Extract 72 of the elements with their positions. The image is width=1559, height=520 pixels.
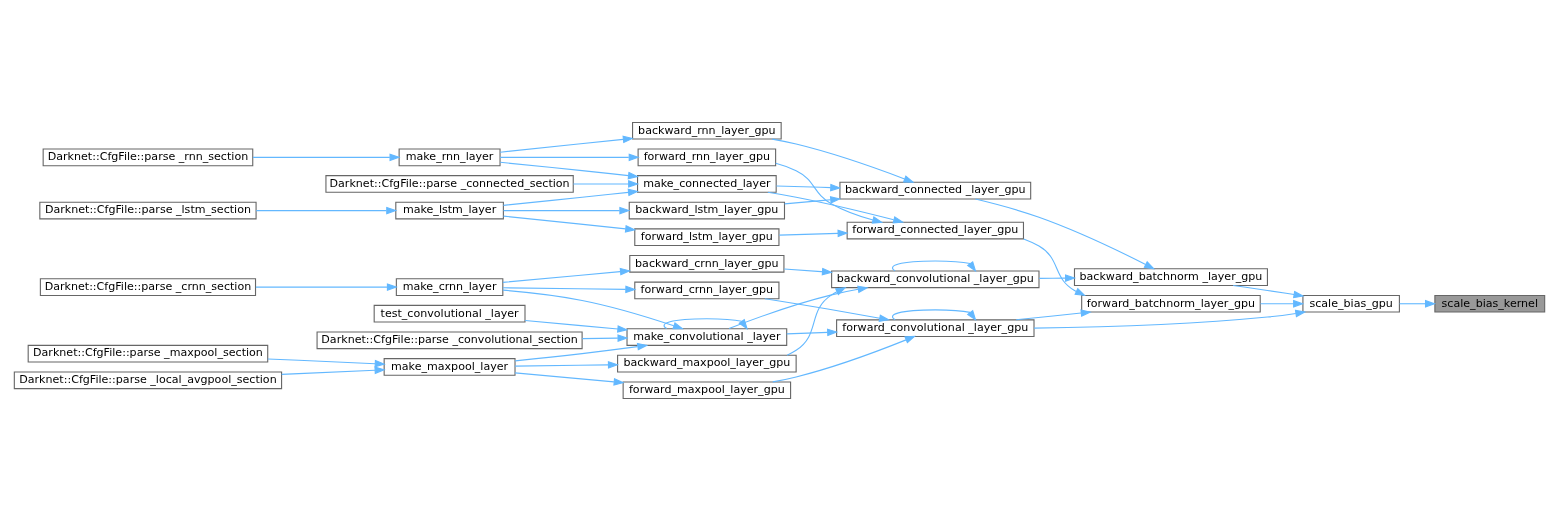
node-box: make_crnn_layer <box>395 277 504 296</box>
arrow <box>524 319 629 333</box>
node-box: backward_connected _layer_gpu <box>839 181 1032 199</box>
arrow <box>1399 299 1437 308</box>
arrow <box>892 308 977 321</box>
node-box: forward_rnn_layer_gpu <box>637 148 777 166</box>
node-box: forward_batchnorm_layer_gpu <box>1081 294 1261 313</box>
node-box: Darknet::CfgFile::parse _crnn_section <box>39 277 257 296</box>
arrow <box>892 260 977 272</box>
node-box: scale_bias_kernel <box>1434 294 1546 313</box>
node-box: Darknet::CfgFile::parse _maxpool_section <box>27 344 269 363</box>
arrow <box>775 162 884 224</box>
node-box: backward_convolutional _layer_gpu <box>831 270 1040 288</box>
node-box: make_rnn_layer <box>398 148 501 166</box>
node-box: Darknet::CfgFile::parse _lstm_section <box>39 201 257 219</box>
node-box: Darknet::CfgFile::parse _convolutional_section <box>316 330 583 349</box>
arrow <box>764 297 891 322</box>
arrow <box>581 333 629 342</box>
arrow <box>1023 237 1086 296</box>
arrow <box>502 285 637 293</box>
arrow <box>784 195 842 204</box>
arrow <box>771 138 915 183</box>
arrow <box>502 188 640 206</box>
node-box: Darknet::CfgFile::parse _local_avgpool_section <box>13 370 283 389</box>
arrow <box>499 152 640 161</box>
arrow <box>778 229 849 237</box>
arrow <box>252 152 401 161</box>
arrow <box>267 357 386 368</box>
arrow <box>502 267 632 283</box>
arrow <box>786 327 839 336</box>
node-box: forward_connected_layer_gpu <box>846 221 1025 239</box>
arrow <box>502 289 684 329</box>
node-box: make_maxpool_layer <box>383 357 516 376</box>
arrow <box>499 135 634 153</box>
arrow <box>663 317 748 330</box>
node-box: Darknet::CfgFile::parse _connected_section <box>325 174 574 193</box>
node-box: backward_rnn_layer_gpu <box>632 121 782 140</box>
node-box: scale_bias_gpu <box>1302 294 1400 313</box>
arrow <box>503 206 631 214</box>
node-box: Darknet::CfgFile::parse _rnn_section <box>42 148 254 166</box>
node-box: forward_maxpool_layer_gpu <box>622 380 792 399</box>
arrow <box>1033 309 1307 329</box>
arrow <box>772 335 916 382</box>
arrow <box>499 161 640 179</box>
arrow <box>728 285 869 329</box>
node-box: test_convolutional _layer <box>373 304 526 323</box>
arrow <box>783 267 834 276</box>
node-box: forward_convolutional _layer_gpu <box>836 318 1035 337</box>
arrow <box>514 342 649 361</box>
node-box: make_lstm_layer <box>395 201 504 219</box>
arrow <box>255 206 398 214</box>
arrow <box>786 286 847 356</box>
arrow <box>1232 284 1305 298</box>
arrow <box>1260 299 1305 308</box>
arrow <box>503 215 637 233</box>
arrow <box>255 282 398 291</box>
node-box: backward_maxpool_layer_gpu <box>617 354 797 372</box>
node-box: forward_lstm_layer_gpu <box>634 227 780 246</box>
node-box: backward_batchnorm _layer_gpu <box>1073 267 1268 286</box>
node-box: make_connected_layer <box>637 174 777 193</box>
arrow <box>775 183 842 191</box>
node-box: backward_lstm_layer_gpu <box>628 201 786 219</box>
node-box: make_convolutional _layer <box>626 327 788 346</box>
arrow <box>572 179 640 188</box>
arrow <box>767 191 905 223</box>
node-box: forward_crnn_layer_gpu <box>634 281 780 299</box>
arrow <box>514 360 619 369</box>
arrow <box>514 371 625 386</box>
node-box: backward_crnn_layer_gpu <box>629 254 785 273</box>
arrow <box>281 365 386 375</box>
arrow <box>1015 308 1092 320</box>
arrow <box>1038 273 1077 282</box>
